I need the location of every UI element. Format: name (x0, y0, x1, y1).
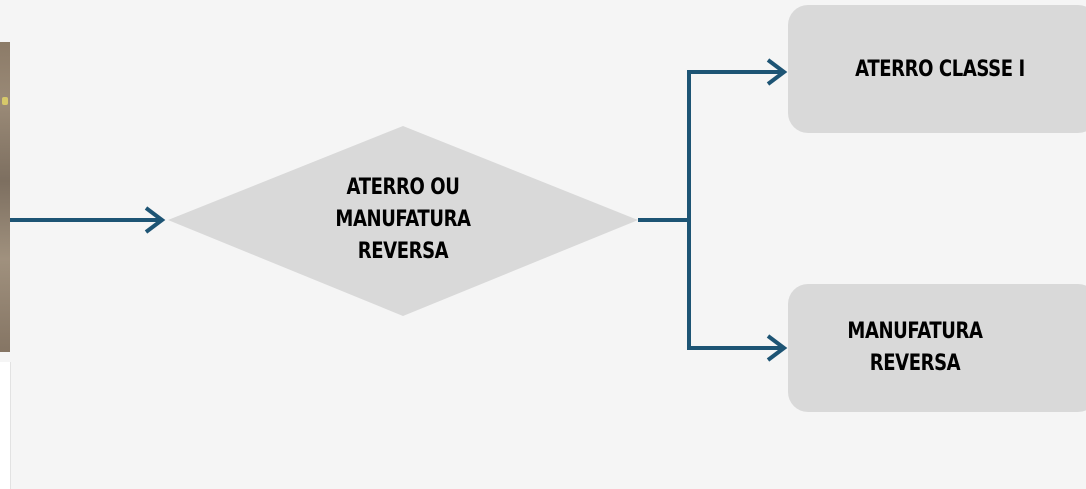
side-panel (0, 362, 11, 489)
outcome-box-aterro (788, 5, 1086, 133)
branch-bottom-arrowhead (766, 334, 788, 362)
incoming-arrowhead (144, 206, 166, 234)
decision-label: ATERRO OU MANUFATURA REVERSA (335, 175, 471, 264)
outcome-label-aterro: ATERRO CLASSE I (855, 57, 1025, 83)
photo-strip (0, 42, 10, 352)
branch-top-arrowhead (766, 58, 788, 86)
decision-diamond (168, 126, 638, 316)
outcome-label-manufatura: MANUFATURA REVERSA (847, 319, 983, 376)
outcome-box-manufatura (788, 284, 1086, 412)
